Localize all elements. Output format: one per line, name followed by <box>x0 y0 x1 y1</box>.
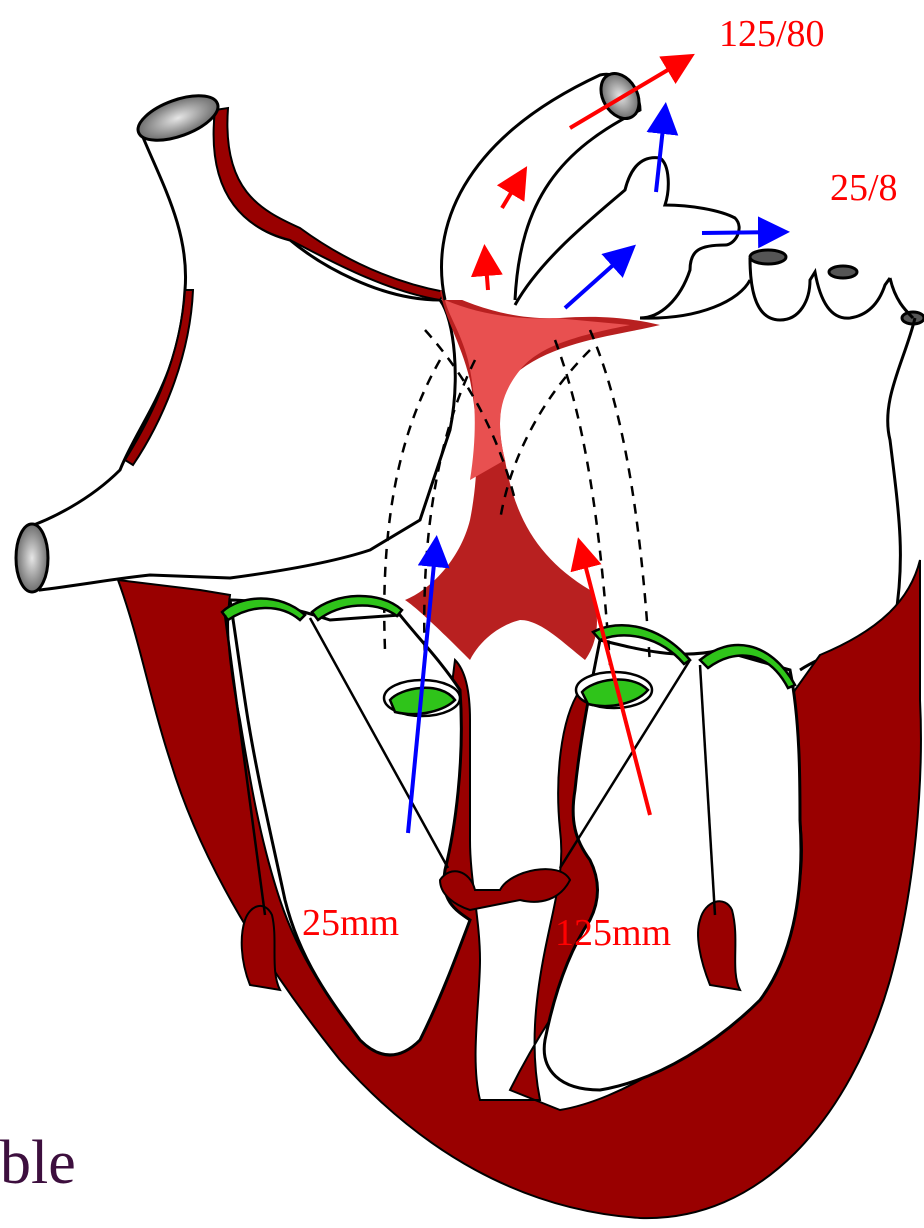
aorta-pressure-label: 125/80 <box>719 13 825 55</box>
pulmonary-veins <box>750 250 924 324</box>
pulmonary-pressure-label: 25/8 <box>830 167 898 209</box>
corner-text-fragment: ble <box>0 1128 76 1198</box>
left-atrium <box>640 280 915 670</box>
left-wall-thickness-label: 125mm <box>555 912 671 954</box>
right-wall-thickness-label: 25mm <box>302 902 399 944</box>
inferior-vena-cava-opening <box>16 524 48 592</box>
papillary-muscle-septal <box>440 869 570 910</box>
